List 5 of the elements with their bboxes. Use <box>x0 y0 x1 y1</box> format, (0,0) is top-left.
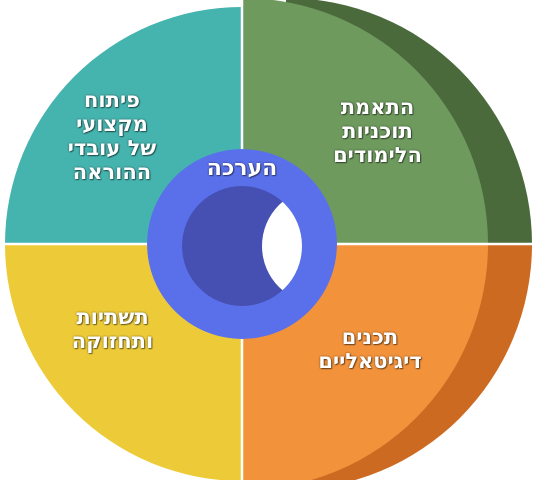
sector-label: תכנים דיגיטאליים <box>317 325 423 373</box>
sector-label: פיתוח מקצועי של עובדי ההוראה <box>66 88 158 184</box>
sector-label: התאמת תוכניות הלימודים <box>332 95 423 167</box>
sector-label: תשתיות ותחזוקה <box>70 305 154 353</box>
center-label: הערכה <box>206 157 278 181</box>
